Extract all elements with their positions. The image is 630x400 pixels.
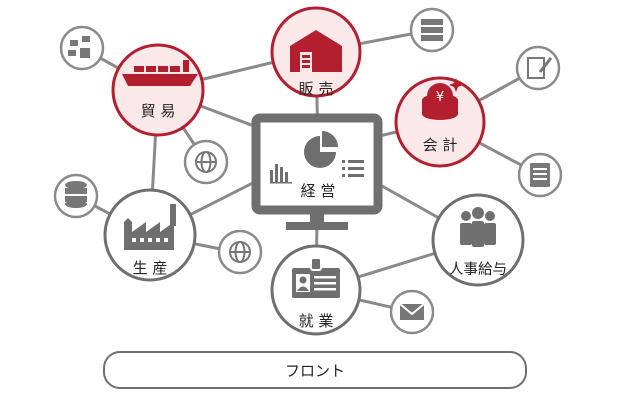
node-management: 経 営	[251, 113, 383, 230]
monitor-chart-icon	[270, 131, 364, 184]
satellite-server-rack	[409, 7, 455, 53]
satellite-database	[53, 173, 99, 219]
node-production: 生 産	[103, 188, 197, 282]
satellite-network-switch	[59, 25, 105, 71]
front-bar: フロント	[103, 351, 527, 389]
globe-icon	[195, 151, 217, 173]
production-label: 生 産	[133, 259, 168, 277]
satellite-edit-document	[515, 45, 561, 91]
sales-label: 販 売	[299, 80, 334, 98]
node-attendance: 就 業	[270, 244, 362, 336]
network-switch-icon	[68, 36, 90, 58]
accounting-label: 会 計	[423, 136, 458, 154]
node-trade: 貿 易	[111, 43, 205, 137]
yen-coins-icon: ¥	[422, 78, 463, 120]
satellite-mail	[389, 289, 435, 335]
id-card-icon	[292, 257, 340, 298]
satellite-globe-1	[183, 139, 229, 185]
ledger-icon	[530, 163, 550, 187]
trade-label: 貿 易	[141, 102, 176, 120]
node-sales: 販 売	[270, 6, 362, 98]
database-icon	[65, 181, 87, 208]
node-accounting: ¥ 会 計	[394, 76, 486, 168]
satellite-ledger	[517, 152, 563, 198]
globe-icon	[229, 241, 251, 263]
front-label: フロント	[285, 362, 345, 380]
mail-icon	[399, 303, 425, 320]
warehouse-icon	[290, 30, 342, 72]
cargo-ship-icon	[122, 60, 198, 86]
factory-icon	[124, 204, 176, 250]
management-label: 経 営	[301, 182, 336, 200]
payroll-label: 人事給与	[449, 261, 507, 278]
satellite-globe-2	[217, 229, 263, 275]
edit-document-icon	[527, 57, 553, 79]
server-rack-icon	[421, 19, 443, 41]
node-payroll: 人事給与	[431, 193, 525, 287]
attendance-label: 就 業	[299, 312, 334, 330]
people-group-icon	[460, 207, 496, 247]
svg-text:¥: ¥	[436, 90, 444, 105]
